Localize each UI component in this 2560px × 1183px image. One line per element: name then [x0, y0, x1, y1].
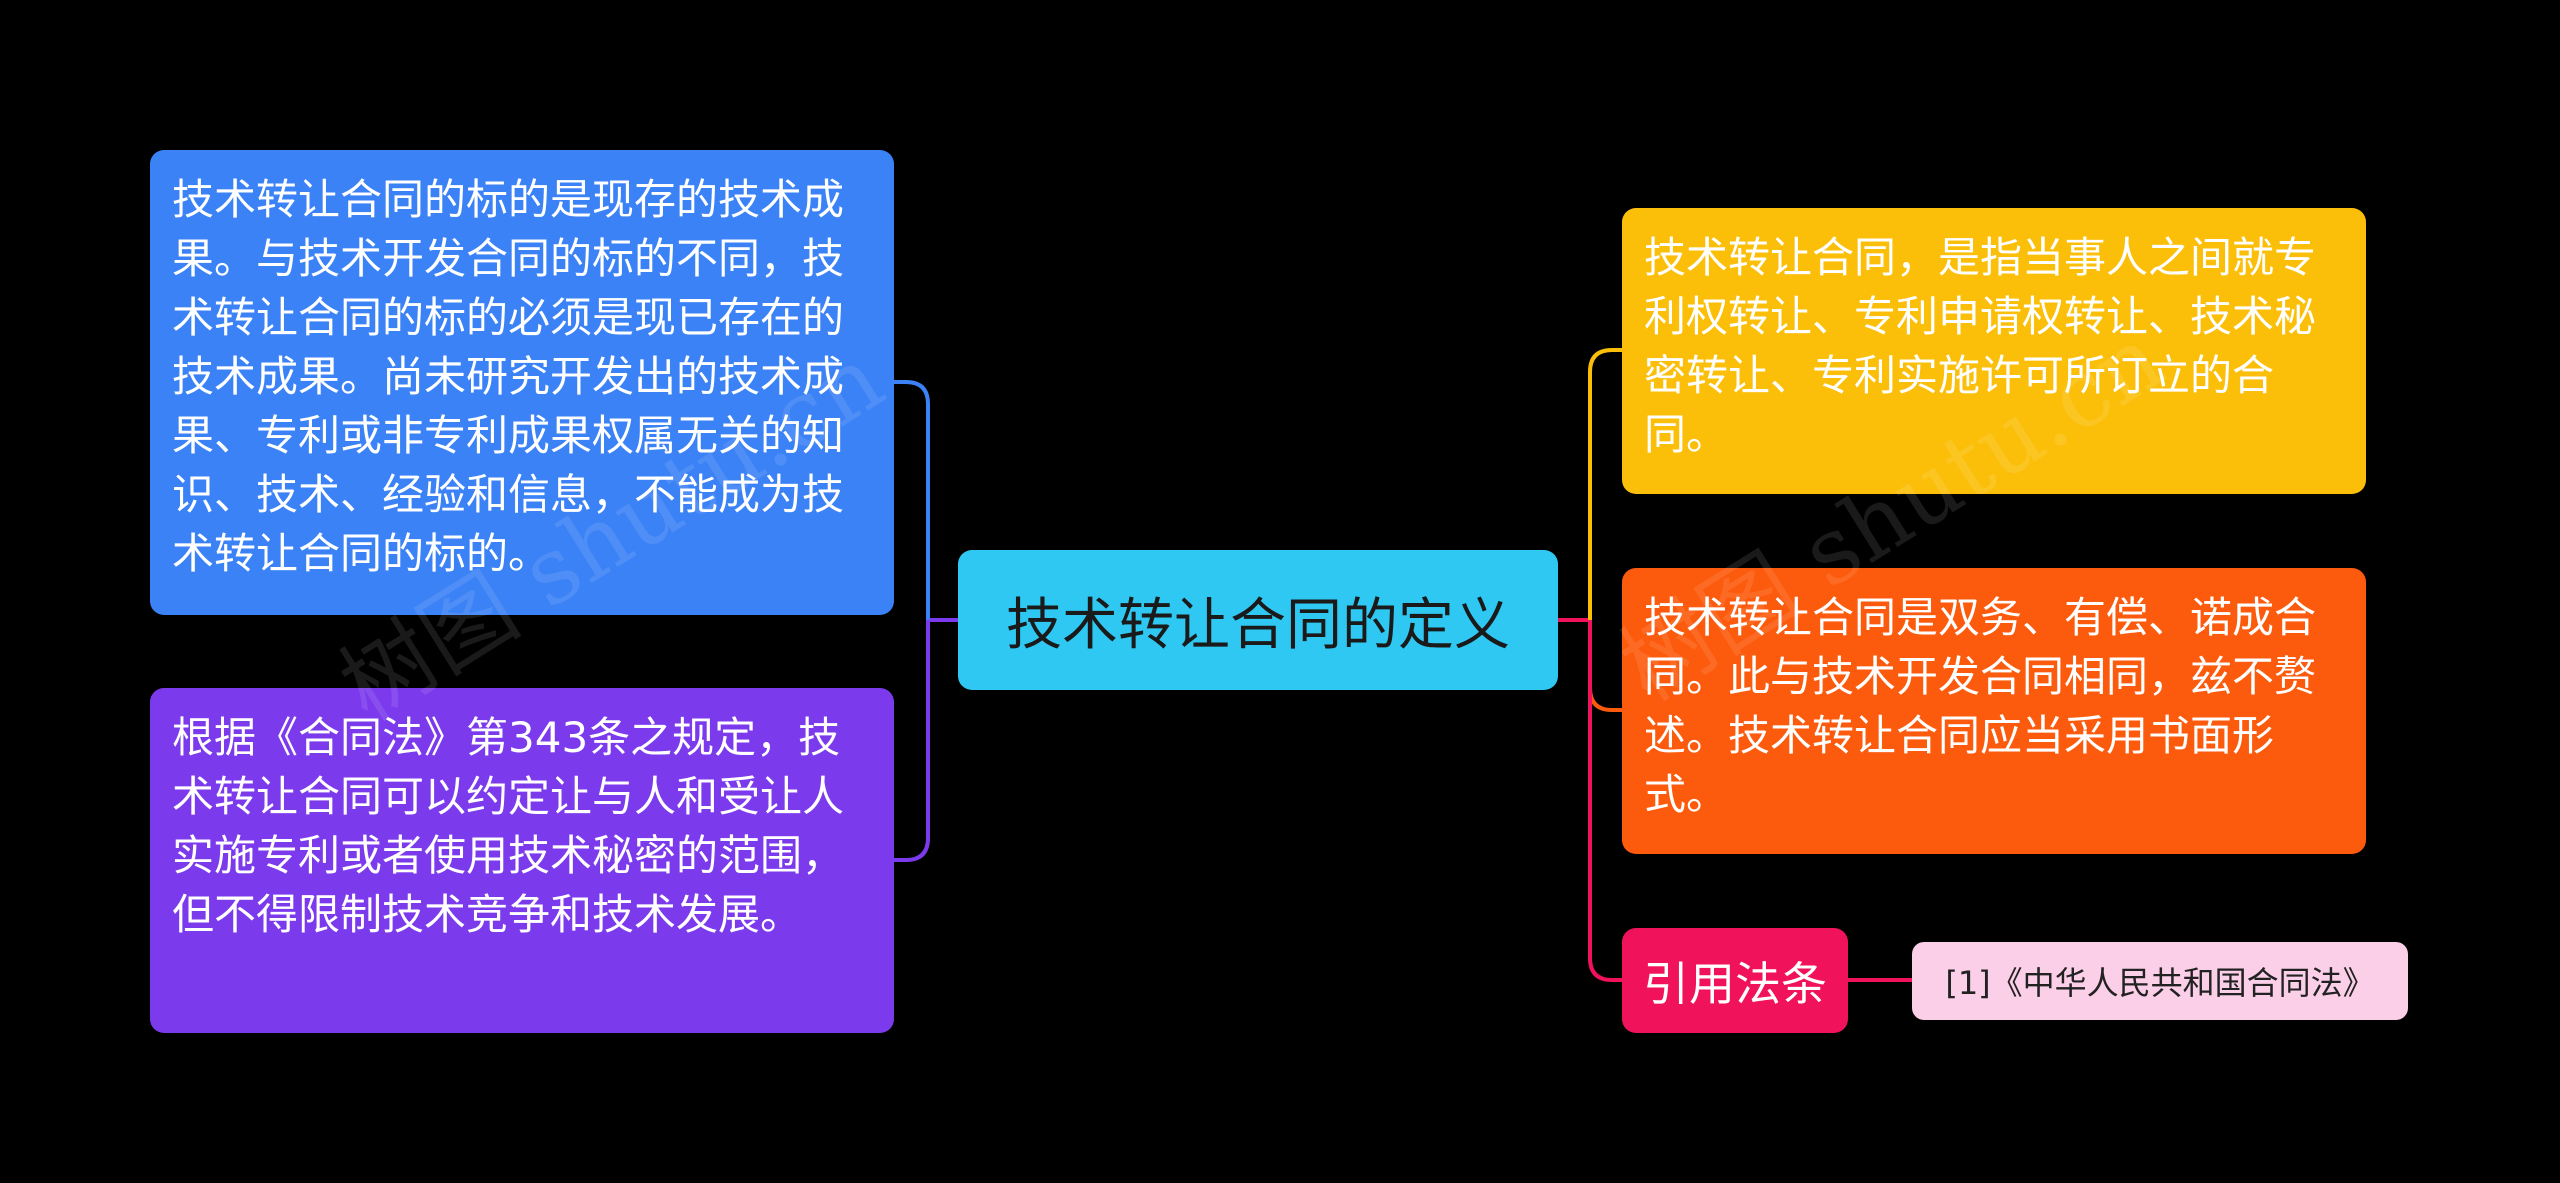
- central-topic[interactable]: 技术转让合同的定义: [958, 550, 1558, 690]
- right-topic-contract-nature[interactable]: 技术转让合同是双务、有偿、诺成合同。此与技术开发合同相同，兹不赘述。技术转让合同…: [1622, 568, 2366, 854]
- citation-contract-law[interactable]: [1]《中华人民共和国合同法》: [1912, 942, 2408, 1020]
- connector-right-3: [1588, 620, 1622, 982]
- left-topic-subject-matter[interactable]: 技术转让合同的标的是现存的技术成果。与技术开发合同的标的不同，技术转让合同的标的…: [150, 150, 894, 615]
- right-topic-cited-law[interactable]: 引用法条: [1622, 928, 1848, 1033]
- left-topic-article-343[interactable]: 根据《合同法》第343条之规定，技术转让合同可以约定让与人和受让人实施专利或者使…: [150, 688, 894, 1033]
- connector-right-2: [1588, 620, 1622, 712]
- connector-left-1: [894, 380, 930, 620]
- connector-left-2: [894, 620, 930, 862]
- right-topic-definition[interactable]: 技术转让合同，是指当事人之间就专利权转让、专利申请权转让、技术秘密转让、专利实施…: [1622, 208, 2366, 494]
- connector-right-1: [1588, 348, 1622, 620]
